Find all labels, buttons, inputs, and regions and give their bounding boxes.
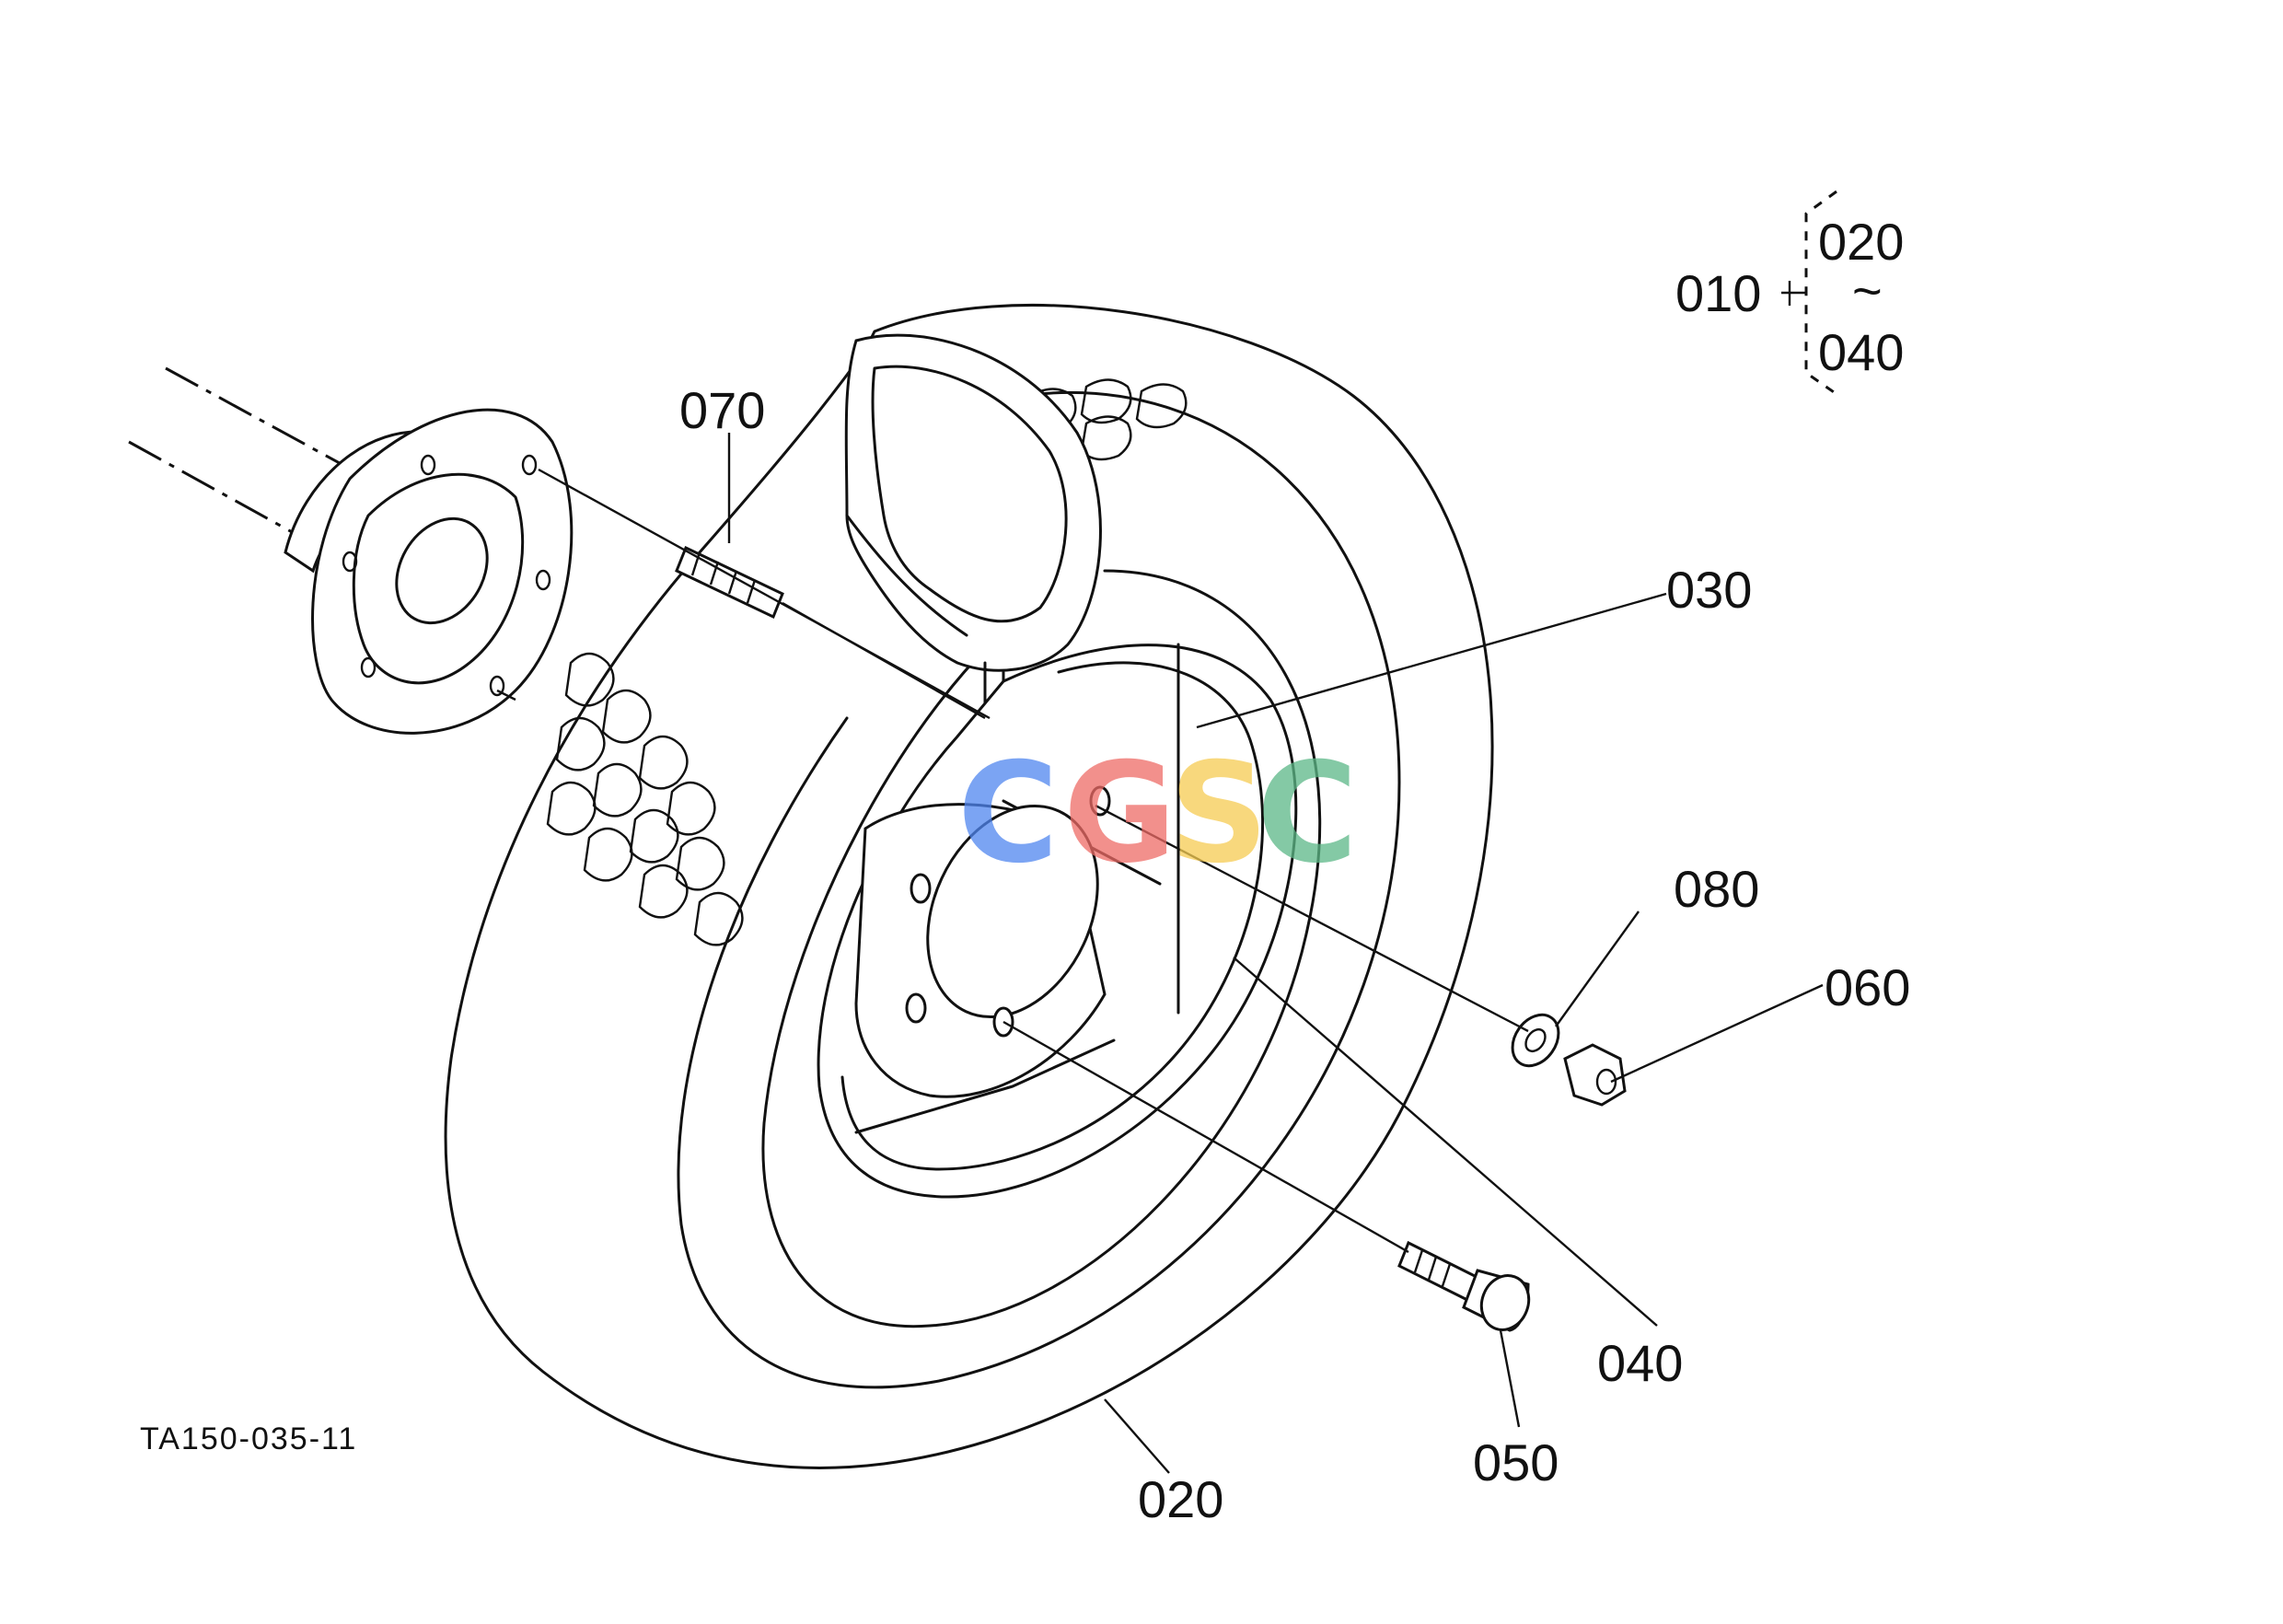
watermark-logo: C G S C [957,734,1358,894]
watermark-letter-3: S [1169,734,1269,894]
assembly-range-start: 020 [1818,213,1904,271]
assembly-bracket [1781,190,1837,396]
watermark-letter-1: C [957,734,1059,894]
tread-pattern [546,378,1188,946]
washer [1511,1013,1560,1068]
callout-040: 040 [1597,1334,1683,1392]
leader-lines [727,433,1824,1474]
assembly-parent-label: 010 [1675,264,1761,322]
callout-080: 080 [1674,860,1759,918]
nut [1563,1043,1627,1107]
callout-labels: 070 030 080 060 040 050 020 010 020 ~ 04… [140,213,1910,1528]
assembly-range-tilde: ~ [1852,261,1883,319]
assembly-lines [496,468,1529,1254]
watermark-letter-2: G [1063,734,1176,894]
callout-050: 050 [1473,1433,1559,1491]
callout-060: 060 [1825,958,1910,1016]
figure-code: TA150-035-11 [140,1421,357,1456]
callout-070: 070 [679,381,765,439]
axle-centerlines [128,366,369,540]
bolt [1397,1240,1531,1332]
assembly-range-end: 040 [1818,323,1904,381]
callout-030: 030 [1666,561,1752,619]
stud [675,545,784,620]
rim [817,643,1298,1199]
wheel-hub [284,408,574,735]
callout-020: 020 [1138,1470,1223,1528]
watermark-letter-4: C [1257,734,1358,894]
